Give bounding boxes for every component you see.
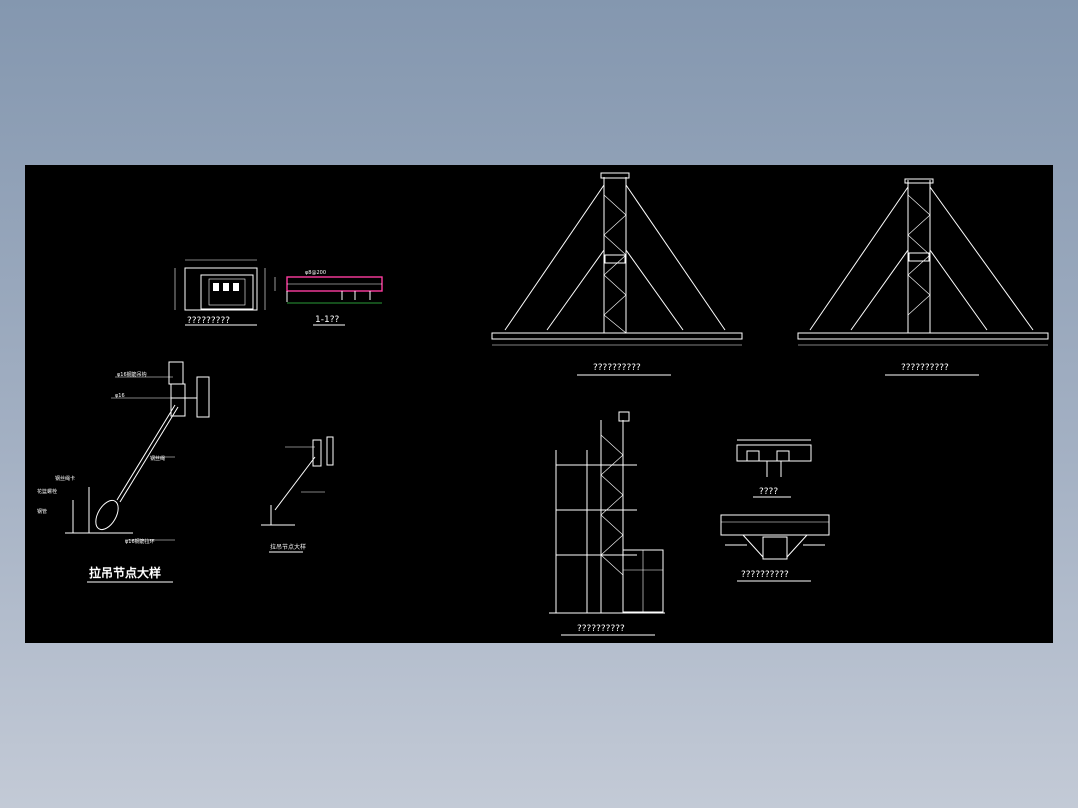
section-caption: 1-1?? xyxy=(315,315,339,325)
svg-text:φ8@200: φ8@200 xyxy=(305,270,326,276)
hoist-node-caption: 拉吊节点大样 xyxy=(89,565,161,580)
clamp-caption: ???? xyxy=(759,487,778,497)
bottom-detail-caption: ?????????? xyxy=(741,570,789,580)
svg-text:钢丝绳: 钢丝绳 xyxy=(150,455,165,462)
elevation-right-caption: ?????????? xyxy=(901,363,949,373)
svg-text:花篮螺栓: 花篮螺栓 xyxy=(37,488,57,495)
elevation-right: ?????????? xyxy=(797,178,1049,376)
hoist-node-detail: φ16钢筋吊钩 φ16 钢丝绳 钢丝绳卡 花篮螺栓 钢管 φ16钢筋拉环 拉吊节… xyxy=(37,361,210,583)
section-1-1: φ8@200 1-1?? xyxy=(274,270,383,326)
clamp-detail: ???? xyxy=(736,439,812,498)
svg-text:φ16钢筋拉环: φ16钢筋拉环 xyxy=(125,538,155,545)
small-node-caption: 拉吊节点大样 xyxy=(270,543,306,551)
building-elevation-caption: ?????????? xyxy=(577,624,625,634)
svg-text:φ16: φ16 xyxy=(115,393,125,399)
svg-text:钢丝绳卡: 钢丝绳卡 xyxy=(55,475,75,482)
cad-drawing-canvas[interactable]: ????????? φ8@200 1-1?? φ16钢筋吊钩 φ16 钢丝绳 钢… xyxy=(25,165,1053,643)
elevation-left: ?????????? xyxy=(491,172,743,376)
foundation-plan: ????????? xyxy=(174,259,266,326)
elevation-left-caption: ?????????? xyxy=(593,363,641,373)
small-node-detail: 拉吊节点大样 xyxy=(261,436,334,553)
cad-drawing-svg: ????????? φ8@200 1-1?? φ16钢筋吊钩 φ16 钢丝绳 钢… xyxy=(37,172,1049,636)
bottom-detail: ?????????? xyxy=(720,514,830,582)
svg-text:钢管: 钢管 xyxy=(37,508,47,515)
foundation-plan-caption: ????????? xyxy=(187,316,230,326)
svg-text:φ16钢筋吊钩: φ16钢筋吊钩 xyxy=(117,371,147,378)
building-elevation: ?????????? xyxy=(549,411,665,636)
